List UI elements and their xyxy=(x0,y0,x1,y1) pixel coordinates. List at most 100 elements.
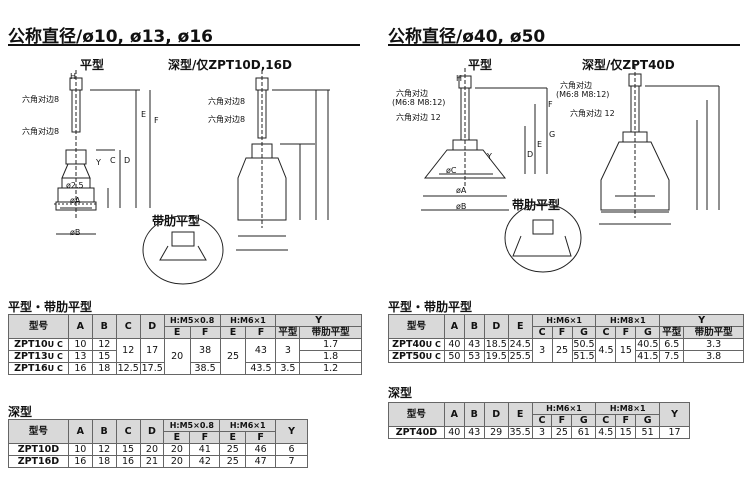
col-c2: C xyxy=(595,326,617,339)
col-d: D xyxy=(139,314,165,339)
left-label-d: D xyxy=(124,156,131,165)
cell-model: ZPT40U C xyxy=(388,338,445,351)
cell: 47 xyxy=(245,455,277,468)
cell: 18 xyxy=(91,455,117,468)
cell: 61 xyxy=(571,426,597,439)
col-y: Y xyxy=(659,402,690,427)
col-b: B xyxy=(91,314,117,339)
col-y-flat: 平型 xyxy=(275,326,301,339)
right-table1-title: 平型・带肋平型 xyxy=(388,300,473,314)
right-label-db: øB xyxy=(456,202,467,211)
cell: 16 xyxy=(67,362,93,375)
cell-model: ZPT40D xyxy=(388,426,445,439)
col-h-m6: H:M6×1 xyxy=(219,419,277,432)
table-row: ZPT16D 16 18 16 21 20 42 25 47 7 xyxy=(8,455,308,468)
col-g1: G xyxy=(571,414,597,427)
cell: 1.8 xyxy=(299,350,362,363)
cell: 12 xyxy=(115,338,141,363)
col-d: D xyxy=(483,314,509,339)
cell: 12 xyxy=(91,338,117,351)
right-label-f: F xyxy=(548,100,553,109)
col-h-m5: H:M5×0.8 xyxy=(163,314,221,327)
left-label-hex4: 六角对边8 xyxy=(208,115,246,124)
cell: 12.5 xyxy=(115,362,141,375)
col-f1: F xyxy=(189,326,221,339)
right-deep-title: 深型/仅ZPT40D xyxy=(582,58,675,72)
right-label-hex3: 六角对边 xyxy=(560,81,592,90)
right-label-da: øA xyxy=(456,186,467,195)
right-label-dc: øC xyxy=(446,166,457,175)
col-y-ribbed: 带肋平型 xyxy=(299,326,362,339)
left-label-db: øB xyxy=(70,228,81,237)
cell: 3 xyxy=(275,338,301,363)
col-h-m5: H:M5×0.8 xyxy=(163,419,221,432)
col-y: Y xyxy=(275,419,308,444)
col-b: B xyxy=(91,419,117,444)
left-table2: 型号 A B C D H:M5×0.8 H:M6×1 Y E F E F ZPT… xyxy=(8,419,308,468)
col-model: 型号 xyxy=(388,402,445,427)
cell: 25 xyxy=(219,443,247,456)
left-label-h: H xyxy=(70,72,77,81)
cell: 7.5 xyxy=(659,350,685,363)
col-d: D xyxy=(139,419,165,444)
col-h-m8: H:M8×1 xyxy=(595,402,661,415)
col-a: A xyxy=(67,314,93,339)
cell-model: ZPT50U C xyxy=(388,350,445,363)
col-e2: E xyxy=(219,431,247,444)
table-row: ZPT16U C 16 18 12.5 17.5 38.5 43.5 3.5 1… xyxy=(8,362,362,375)
cell: 29 xyxy=(483,426,509,439)
col-f2: F xyxy=(615,414,637,427)
cell: 6 xyxy=(275,443,308,456)
cell: 16 xyxy=(115,455,141,468)
cell: 21 xyxy=(139,455,165,468)
left-label-e: E xyxy=(141,110,147,119)
cell: 20 xyxy=(139,443,165,456)
col-e: E xyxy=(507,402,533,427)
left-table2-title: 深型 xyxy=(8,405,33,419)
cell-model: ZPT16U C xyxy=(8,362,69,375)
col-c: C xyxy=(115,419,141,444)
cell: 10 xyxy=(67,443,93,456)
cell: 43 xyxy=(463,426,485,439)
left-label-f: F xyxy=(154,116,159,125)
col-f2: F xyxy=(615,326,637,339)
table-row: ZPT10D 10 12 15 20 20 41 25 46 6 xyxy=(8,443,308,456)
cell: 38 xyxy=(189,338,221,363)
left-label-hex3: 六角对边8 xyxy=(208,97,246,106)
col-y: Y xyxy=(659,314,744,327)
right-label-e: E xyxy=(537,140,543,149)
cell: 25.5 xyxy=(507,350,533,363)
col-a: A xyxy=(443,314,465,339)
cell: 15 xyxy=(115,443,141,456)
cell-model: ZPT10U C xyxy=(8,338,69,351)
col-c1: C xyxy=(531,414,553,427)
cell: 20 xyxy=(163,338,191,375)
right-label-hex2: 六角对边 12 xyxy=(396,113,441,122)
left-deep-pad-drawing xyxy=(236,70,330,250)
right-flat-pad-drawing xyxy=(421,68,547,210)
cell: 19.5 xyxy=(483,350,509,363)
col-e2: E xyxy=(219,326,247,339)
cell: 38.5 xyxy=(189,362,221,375)
col-f2: F xyxy=(245,431,277,444)
left-label-hex2: 六角对边8 xyxy=(22,127,60,136)
left-ribbed-title: 带肋平型 xyxy=(152,214,201,228)
right-table2-title: 深型 xyxy=(388,386,413,400)
cell: 41.5 xyxy=(635,350,661,363)
cell: 4.5 xyxy=(595,338,617,363)
cell: 4.5 xyxy=(595,426,617,439)
right-label-d: D xyxy=(527,150,534,159)
cell: 12 xyxy=(91,443,117,456)
cell: 40 xyxy=(443,426,465,439)
col-model: 型号 xyxy=(388,314,445,339)
right-label-hex1b: (M6:8 M8:12) xyxy=(392,98,446,107)
cell: 46 xyxy=(245,443,277,456)
table-row: ZPT10U C 10 12 12 17 20 38 25 43 3 1.7 xyxy=(8,338,362,375)
cell: 3.5 xyxy=(275,362,301,375)
cell: 20 xyxy=(163,443,191,456)
right-label-hex3b: (M6:8 M8:12) xyxy=(556,90,610,99)
col-f1: F xyxy=(189,431,221,444)
cell: 18 xyxy=(91,362,117,375)
right-table1: 型号 A B D E H:M6×1 H:M8×1 Y C F G C F G 平… xyxy=(388,314,744,363)
cell: 51.5 xyxy=(571,350,597,363)
